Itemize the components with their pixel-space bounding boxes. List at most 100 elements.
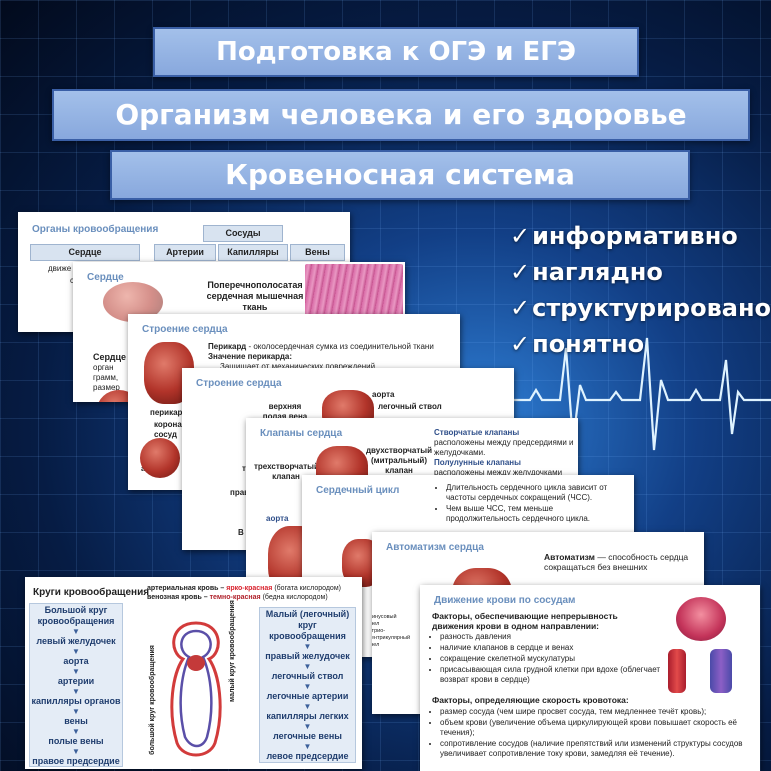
heart-image	[140, 438, 180, 478]
heart-label: В	[238, 528, 244, 537]
arterial-note: (богата кислородом)	[274, 585, 341, 592]
arrow-down-icon: ▼	[303, 682, 312, 691]
venous-note: (бедна кислородом)	[262, 594, 328, 601]
veins-box: Вены	[290, 244, 345, 261]
pulmonary-circle-steps: Малый (легочный) круг кровообращения ▼ п…	[261, 609, 354, 762]
pericard-definition: - околосердечная сумка из соединительной…	[248, 342, 434, 351]
systemic-step: левый желудочек	[36, 636, 116, 646]
systemic-circle-title: Большой круг кровообращения	[37, 605, 115, 626]
slide-title: Движение крови по сосудам	[434, 595, 576, 606]
heart-label: легочный ствол	[378, 402, 442, 411]
pericard-term: Перикард	[208, 342, 247, 351]
pulmonary-circle-title: Малый (легочный) круг кровообращения	[265, 609, 350, 641]
arterial-color: ярко-красная	[226, 585, 273, 592]
arrow-down-icon: ▼	[72, 627, 80, 636]
heart-image	[676, 597, 726, 641]
pulmonary-step: легочный ствол	[271, 671, 344, 681]
pericard-meaning: Значение перикарда:	[208, 352, 293, 361]
flap-valves-term: Створчатые клапаны	[434, 428, 520, 437]
check-mark-icon: ✓	[510, 258, 531, 286]
systemic-circle-box	[29, 603, 123, 767]
pulmonary-step: капилляры легких	[266, 711, 349, 721]
factor-item: присасывающая сила грудной клетки при вд…	[440, 665, 665, 685]
venous-prefix: венозная кровь –	[147, 594, 208, 601]
speed-title: Факторы, определяющие скорость кровотока…	[432, 695, 629, 705]
systemic-step: вены	[64, 716, 88, 726]
semilunar-valves-term: Полулунные клапаны	[434, 458, 521, 467]
speed-item: объем крови (увеличение объема циркулиру…	[440, 718, 755, 738]
node-label: Синусовый узел	[372, 614, 397, 627]
factor-item: разность давления	[440, 632, 665, 642]
slide-title: Автоматизм сердца	[386, 542, 484, 553]
pulmonary-step: правый желудочек	[265, 651, 350, 661]
arrow-down-icon: ▼	[303, 642, 312, 651]
factors-list: разность давления наличие клапанов в сер…	[430, 632, 665, 686]
automatism-definition: Автоматизм — способность сердца сокращат…	[544, 552, 694, 572]
automatism-text: — способность сердца сокращаться без вне…	[544, 552, 689, 572]
arrow-down-icon: ▼	[303, 702, 312, 711]
arrow-down-icon: ▼	[72, 647, 80, 656]
pulmonary-step: легочные артерии	[266, 691, 349, 701]
speed-item: сопротивление сосудов (наличие препятств…	[440, 739, 755, 759]
cardiac-cycle-bullets: Длительность сердечного цикла зависит от…	[436, 483, 628, 525]
speed-item: размер сосуда (чем шире просвет сосуда, …	[440, 707, 755, 717]
feature-list: ✓информативно ✓наглядно ✓структурировано…	[510, 218, 771, 362]
cardiac-cycle-bullet: Чем выше ЧСС, тем меньше продолжительнос…	[446, 504, 628, 524]
check-mark-icon: ✓	[510, 330, 531, 358]
arrow-down-icon: ▼	[303, 722, 312, 731]
slide-blood-movement: Движение крови по сосудам Факторы, обесп…	[420, 585, 760, 771]
pulmonary-step: легочные вены	[273, 731, 342, 741]
feature-item: ✓понятно	[510, 330, 645, 358]
slide-title: Строение сердца	[142, 324, 228, 335]
muscle-label: Поперечнополосатая сердечная мышечная тк…	[206, 280, 304, 312]
systemic-step: артерии	[57, 676, 95, 686]
arrow-down-icon: ▼	[72, 667, 80, 676]
factors-title: Факторы, обеспечивающие непрерывность дв…	[432, 611, 618, 631]
check-mark-icon: ✓	[510, 294, 531, 322]
fragment-text: с	[70, 276, 74, 285]
heart-label: сосуд	[154, 430, 178, 439]
vein-image	[710, 649, 732, 693]
slide-title: Круги кровообращения	[33, 587, 150, 598]
slide-circulation-circles: Круги кровообращения артериальная кровь …	[25, 577, 362, 769]
flap-valves-text: Створчатые клапаны расположены между пре…	[434, 428, 574, 478]
arterial-prefix: артериальная кровь –	[147, 585, 225, 592]
pulmonary-step: левое предсердие	[266, 751, 349, 761]
tricuspid-label: трехстворчатый клапан	[254, 462, 319, 481]
systemic-circle-steps: Большой круг кровообращения ▼ левый желу…	[31, 605, 121, 767]
heart-box: Сердце	[30, 244, 140, 261]
pulmonary-circle-box	[259, 607, 356, 763]
title-circulatory-system: Кровеносная система	[110, 150, 690, 200]
muscle-tissue-image	[305, 264, 403, 318]
slide-title: Сердце	[87, 272, 124, 283]
venous-color: темно-красная	[209, 594, 261, 601]
check-mark-icon: ✓	[510, 222, 531, 250]
fragment-text: движе	[48, 264, 72, 273]
node-label: Атрио-вентрикулярный узел	[372, 628, 411, 648]
flap-valves-definition: расположены между предсердиями и желудоч…	[434, 438, 574, 457]
feature-item: ✓информативно	[510, 222, 738, 250]
capillaries-box: Капилляры	[218, 244, 288, 261]
ecg-line-decoration	[500, 337, 771, 451]
systemic-vertical-label: большой круг кровообращения	[149, 645, 156, 755]
arrow-down-icon: ▼	[72, 707, 80, 716]
speed-list: размер сосуда (чем шире просвет сосуда, …	[430, 707, 755, 760]
factor-item: сокращение скелетной мускулатуры	[440, 654, 665, 664]
heart-definition-bold: Сердце -	[93, 352, 132, 362]
slide-title: Сердечный цикл	[316, 485, 400, 496]
heart-label: аорта	[372, 390, 395, 399]
systemic-step: правое предсердие	[32, 756, 120, 766]
pericard-bullet: Защищает от механических повреждений	[220, 362, 376, 371]
arrow-down-icon: ▼	[72, 747, 80, 756]
slide-title: Органы кровообращения	[32, 224, 159, 235]
artery-image	[668, 649, 686, 693]
venous-legend: венозная кровь – темно-красная (бедна ки…	[147, 593, 328, 602]
slide-title: Строение сердца	[196, 378, 282, 389]
cardiac-cycle-bullet: Длительность сердечного цикла зависит от…	[446, 483, 628, 503]
pulmonary-vertical-label: малый круг кровообращения	[229, 600, 236, 702]
heart-label: перикар	[150, 408, 183, 417]
heart-label: верхняя полая вена	[262, 402, 308, 421]
systemic-step: капилляры органов	[31, 696, 121, 706]
arrow-down-icon: ▼	[72, 727, 80, 736]
arterial-legend: артериальная кровь – ярко-красная (богат…	[147, 584, 341, 593]
